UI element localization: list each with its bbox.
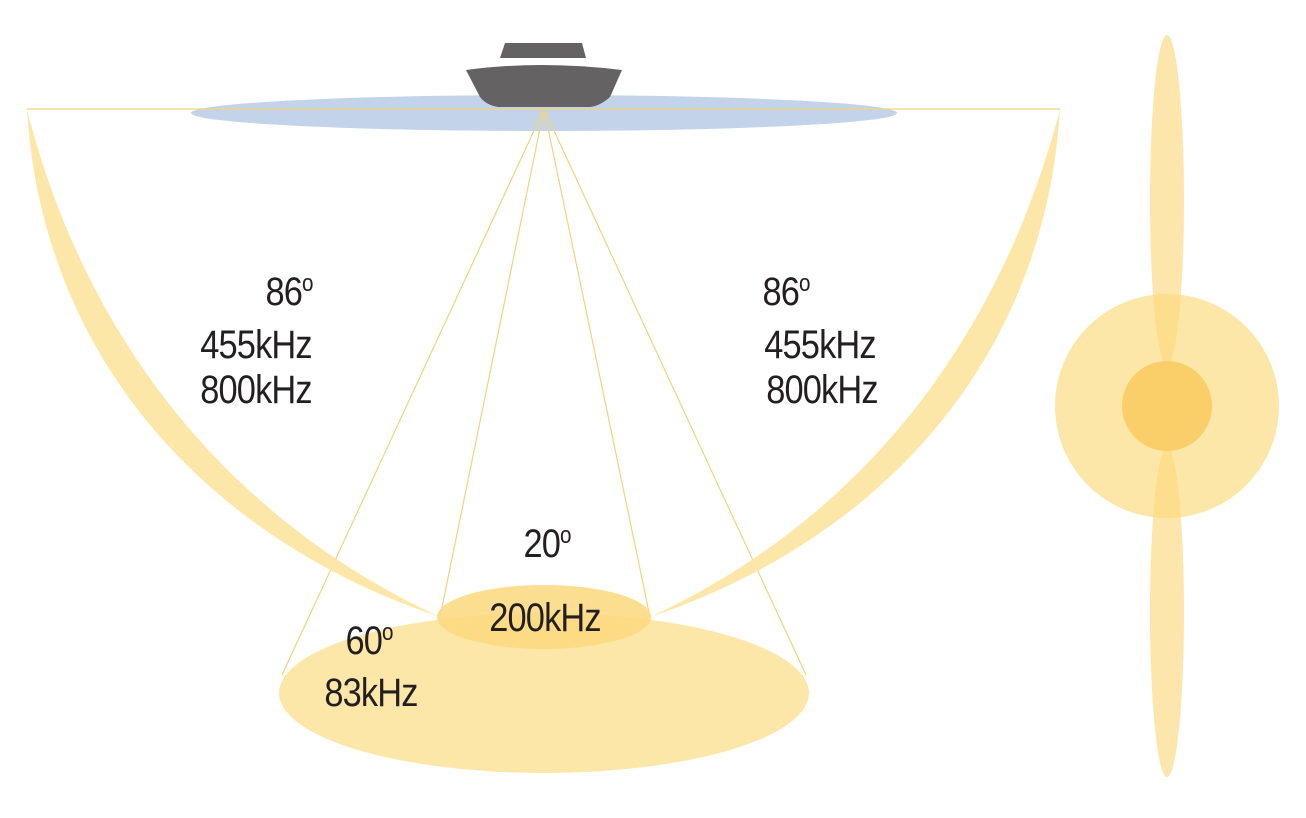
side-beam-left (27, 109, 440, 617)
left-beam-freq-800: 800kHz (200, 367, 311, 412)
right-beam-angle: 86o (762, 269, 810, 314)
top-view-beams (1055, 35, 1279, 777)
boat-hull (466, 65, 622, 107)
right-beam-freq-800: 800kHz (766, 367, 877, 412)
right-beam-freq-455: 455kHz (764, 322, 875, 367)
narrow-beam-angle: 20o (523, 521, 571, 566)
narrow-beam-freq: 200kHz (489, 595, 600, 640)
cone-20-outline (439, 108, 651, 618)
beam-20-footprint (437, 585, 651, 649)
boat-icon (466, 43, 622, 107)
top-view-side-lobe-top (1150, 35, 1184, 365)
beam-60-footprint (279, 613, 809, 773)
top-view-side-lobe-bottom (1150, 447, 1184, 777)
wide-beam-angle: 60o (345, 618, 393, 663)
wide-beam-freq: 83kHz (324, 670, 417, 715)
boat-cabin (500, 43, 586, 58)
water-surface (191, 95, 897, 131)
left-beam-freq-455: 455kHz (200, 322, 311, 367)
left-beam-angle: 86o (265, 269, 313, 314)
cone-60-outline (281, 108, 807, 676)
side-beam-right (650, 109, 1060, 617)
top-view-narrow-circle (1122, 361, 1212, 451)
